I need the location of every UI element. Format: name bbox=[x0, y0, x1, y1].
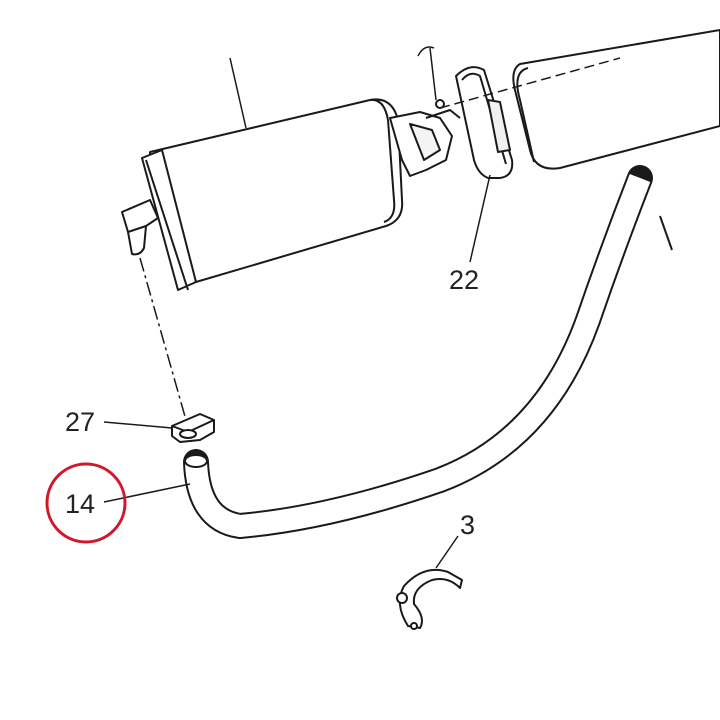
callout-3: 3 bbox=[460, 510, 475, 540]
leaders bbox=[103, 421, 459, 569]
canister-body bbox=[121, 98, 461, 291]
hose-part-14[interactable] bbox=[183, 165, 673, 539]
callout-27: 27 bbox=[65, 407, 95, 437]
leader-22 bbox=[417, 46, 621, 263]
assembly-line bbox=[139, 257, 187, 421]
leader-top bbox=[229, 57, 247, 129]
callout-14[interactable]: 14 bbox=[65, 489, 95, 519]
exhaust-pipe bbox=[512, 29, 720, 170]
highlight-ring-14 bbox=[45, 462, 127, 544]
mounting-ring-part-22[interactable] bbox=[455, 66, 514, 179]
clip-part-27[interactable] bbox=[171, 413, 215, 443]
callout-22: 22 bbox=[449, 265, 479, 295]
clamp-part-3[interactable] bbox=[396, 568, 463, 630]
